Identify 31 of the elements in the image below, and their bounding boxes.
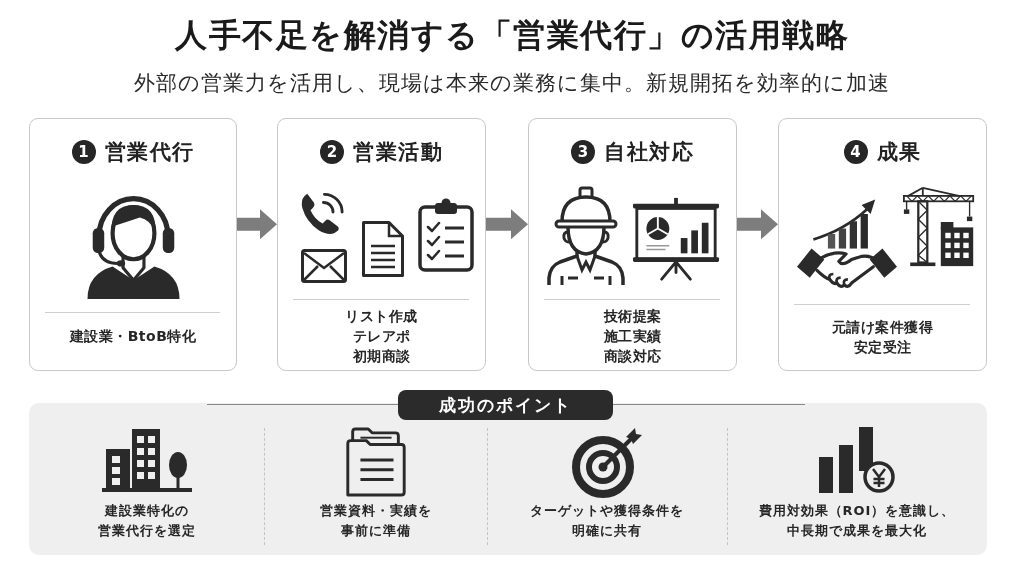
arrow (237, 209, 277, 240)
subtitle: 外部の営業力を活用し、現場は本来の業務に集中。新規開拓を効率的に加速 (134, 70, 890, 96)
number-badge: 4 (843, 140, 868, 164)
step-detail: 建設業・BtoB特化 (69, 327, 197, 346)
step-title: 営業代行 (104, 139, 195, 165)
step-card (277, 118, 486, 371)
arrow (486, 209, 528, 240)
step-detail: 施工実績 (603, 327, 662, 346)
step-detail: リスト作成 (345, 307, 418, 326)
step-detail: 商談対応 (603, 347, 662, 366)
step-detail: テレアポ (352, 327, 411, 346)
step-card (778, 118, 987, 371)
step-detail: 初期商談 (352, 347, 411, 366)
step-detail: 技術提案 (603, 307, 662, 326)
arrow (737, 209, 778, 240)
step-title: 自社対応 (604, 139, 694, 165)
step-title: 営業活動 (353, 139, 443, 165)
number-badge: 1 (71, 140, 96, 164)
step-title: 成果 (876, 139, 922, 165)
section-heading: 成功のポイント (398, 390, 613, 420)
step-card (29, 118, 237, 371)
number-badge: 2 (320, 140, 344, 164)
number-badge: 3 (571, 140, 595, 164)
point-text: 営業資料・実績を事前に準備 (319, 502, 432, 540)
step-detail: 元請け案件獲得 (831, 318, 934, 337)
step-card (528, 118, 737, 371)
point-text: 費用対効果（ROI）を意識し、中長期で成果を最大化 (758, 502, 956, 540)
step-detail: 安定受注 (853, 338, 912, 357)
title: 人手不足を解消する「営業代行」の活用戦略 (175, 15, 849, 55)
point-text: ターゲットや獲得条件を明確に共有 (530, 502, 684, 540)
point-text: 建設業特化の営業代行を選定 (97, 502, 196, 540)
